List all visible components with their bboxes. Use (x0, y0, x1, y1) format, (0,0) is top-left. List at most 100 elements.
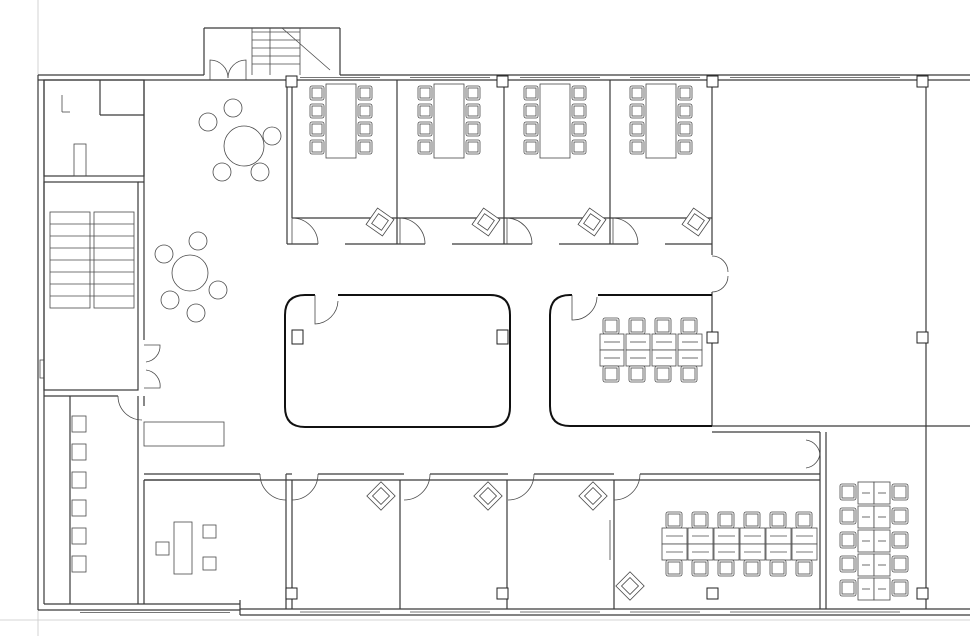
chair-seat (771, 513, 785, 527)
chair (769, 511, 787, 529)
entrance-door (209, 59, 247, 80)
chair (691, 559, 709, 577)
chair (839, 483, 857, 501)
chair (677, 139, 693, 155)
chair-seat (693, 513, 707, 527)
chair (465, 103, 481, 119)
chair (357, 103, 373, 119)
north-meeting-room-walls (286, 80, 713, 255)
chair (717, 559, 735, 577)
chair-seat (797, 561, 811, 575)
chair (571, 85, 587, 101)
chair (677, 103, 693, 119)
chair (357, 139, 373, 155)
chair-seat (719, 513, 733, 527)
chair (691, 511, 709, 529)
chair-seat (841, 509, 855, 523)
chair-seat (604, 319, 618, 333)
north-meeting-tables (325, 83, 677, 159)
chair (309, 121, 325, 137)
chair (891, 579, 909, 597)
chair-seat (419, 123, 431, 135)
chair-seat (667, 561, 681, 575)
chair-seat (893, 533, 907, 547)
chair-seat (467, 105, 479, 117)
chair-seat (893, 485, 907, 499)
chair-seat (467, 123, 479, 135)
chair-seat (679, 105, 691, 117)
chair-seat (841, 581, 855, 595)
chair (629, 85, 645, 101)
north-meeting-chairs (309, 85, 693, 155)
chair-seat (682, 319, 696, 333)
chair (309, 103, 325, 119)
exterior-walls (37, 27, 970, 616)
chair-seat (841, 557, 855, 571)
reception-counter (143, 421, 225, 447)
chair (839, 507, 857, 525)
chair (629, 121, 645, 137)
chair-seat (771, 561, 785, 575)
chair (465, 121, 481, 137)
chair (571, 139, 587, 155)
chair-seat (359, 123, 371, 135)
chair (629, 139, 645, 155)
chair (309, 139, 325, 155)
chair-seat (573, 141, 585, 153)
chair-seat (573, 123, 585, 135)
chair (677, 121, 693, 137)
central-rooms (284, 294, 712, 428)
chair (629, 103, 645, 119)
chair-seat (525, 105, 537, 117)
chair (891, 507, 909, 525)
chair (417, 139, 433, 155)
exterior-stair (251, 27, 331, 75)
chair-seat (573, 105, 585, 117)
chair (891, 531, 909, 549)
chair-seat (679, 87, 691, 99)
south-workstations (661, 511, 818, 577)
chair-seat (525, 123, 537, 135)
chair (357, 121, 373, 137)
chair (743, 511, 761, 529)
chair (417, 121, 433, 137)
chair-seat (311, 105, 323, 117)
chair (523, 121, 539, 137)
chair (769, 559, 787, 577)
chair (795, 511, 813, 529)
chair (795, 559, 813, 577)
chair-seat (841, 485, 855, 499)
windows (39, 77, 900, 613)
chair-seat (667, 513, 681, 527)
chair (465, 139, 481, 155)
chair (717, 511, 735, 529)
chair (309, 85, 325, 101)
chair (891, 483, 909, 501)
chair-seat (419, 87, 431, 99)
chair-seat (745, 513, 759, 527)
chair (665, 511, 683, 529)
chair-seat (656, 319, 670, 333)
chair-seat (797, 513, 811, 527)
chair-seat (631, 87, 643, 99)
chair (839, 531, 857, 549)
chair-seat (656, 367, 670, 381)
chair-seat (419, 141, 431, 153)
chair (417, 103, 433, 119)
chair (417, 85, 433, 101)
chair-seat (525, 87, 537, 99)
chair-seat (573, 87, 585, 99)
chair-seat (682, 367, 696, 381)
chair (891, 555, 909, 573)
south-armchairs (366, 481, 645, 601)
chair-seat (525, 141, 537, 153)
chair-seat (719, 561, 733, 575)
chair-seat (467, 87, 479, 99)
chair (839, 555, 857, 573)
chair (680, 365, 698, 383)
chair-seat (679, 141, 691, 153)
chair (628, 365, 646, 383)
east-workstations (839, 481, 909, 601)
